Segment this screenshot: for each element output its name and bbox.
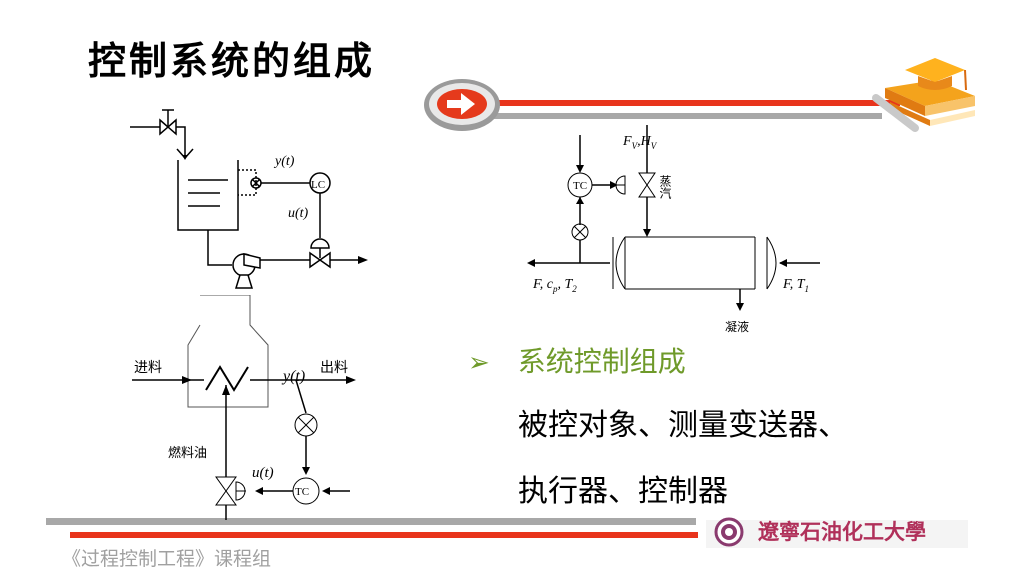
top-gray-bar <box>490 113 882 119</box>
exchanger-controller-label: TC <box>573 180 587 192</box>
steam-enthalpy-sub: V <box>651 141 658 151</box>
svg-text:FV,HV: FV,HV <box>622 134 658 151</box>
bottom-red-bar <box>70 532 698 538</box>
bullet-heading: ➢ 系统控制组成 <box>468 340 686 380</box>
furnace-diagram: 进料 出料 燃料油 y(t) u(t) TC <box>132 295 356 520</box>
furnace-y-label: y(t) <box>281 368 305 385</box>
university-name: 遼寧石油化工大學 <box>758 519 926 544</box>
steam-flow-sub: V <box>632 141 639 151</box>
furnace-controller-label: TC <box>295 486 309 498</box>
slide-title: 控制系统的组成 <box>88 38 376 83</box>
outlet-cp-sub: p <box>552 284 558 294</box>
furnace-feed-label: 进料 <box>134 360 162 376</box>
tank-y-label: y(t) <box>273 154 295 169</box>
tank-controller-label: LC <box>311 179 325 191</box>
svg-text:F, T1: F, T1 <box>782 277 809 294</box>
svg-text:F, cp, T2: F, cp, T2 <box>532 277 577 294</box>
heat-exchanger-diagram: TC FV,HV 蒸汽 F, cp, T2 F, T1 凝液 <box>527 125 820 334</box>
arrow-button-icon <box>424 79 500 131</box>
furnace-fuel-label: 燃料油 <box>168 445 207 460</box>
course-footer: 《过程控制工程》课程组 <box>62 548 272 570</box>
steam-flow-label: F <box>622 134 632 149</box>
level-control-diagram: y(t) u(t) LC <box>130 109 368 289</box>
outlet-label: F, c <box>532 277 554 292</box>
university-seal-icon <box>714 517 744 547</box>
inlet-t-sub: 1 <box>805 284 810 294</box>
steam-label: 蒸汽 <box>658 175 672 199</box>
condensate-label: 凝液 <box>725 319 749 334</box>
body-line-2: 执行器、控制器 <box>518 474 728 509</box>
books-graduation-cap-icon <box>872 58 975 132</box>
body-line-1: 被控对象、测量变送器、 <box>518 408 848 443</box>
university-banner <box>706 520 968 548</box>
steam-enthalpy-label: H <box>640 134 652 149</box>
furnace-product-label: 出料 <box>320 360 348 376</box>
inlet-label: F, T <box>782 277 806 292</box>
tank-u-label: u(t) <box>288 206 309 221</box>
outlet-t-sub: 2 <box>572 284 577 294</box>
bullet-heading-text: 系统控制组成 <box>517 345 686 378</box>
top-red-bar <box>490 100 900 106</box>
furnace-u-label: u(t) <box>252 465 274 481</box>
bullet-arrow-icon: ➢ <box>468 348 490 378</box>
outlet-t-label: T <box>564 277 573 292</box>
bottom-gray-bar <box>46 518 696 525</box>
